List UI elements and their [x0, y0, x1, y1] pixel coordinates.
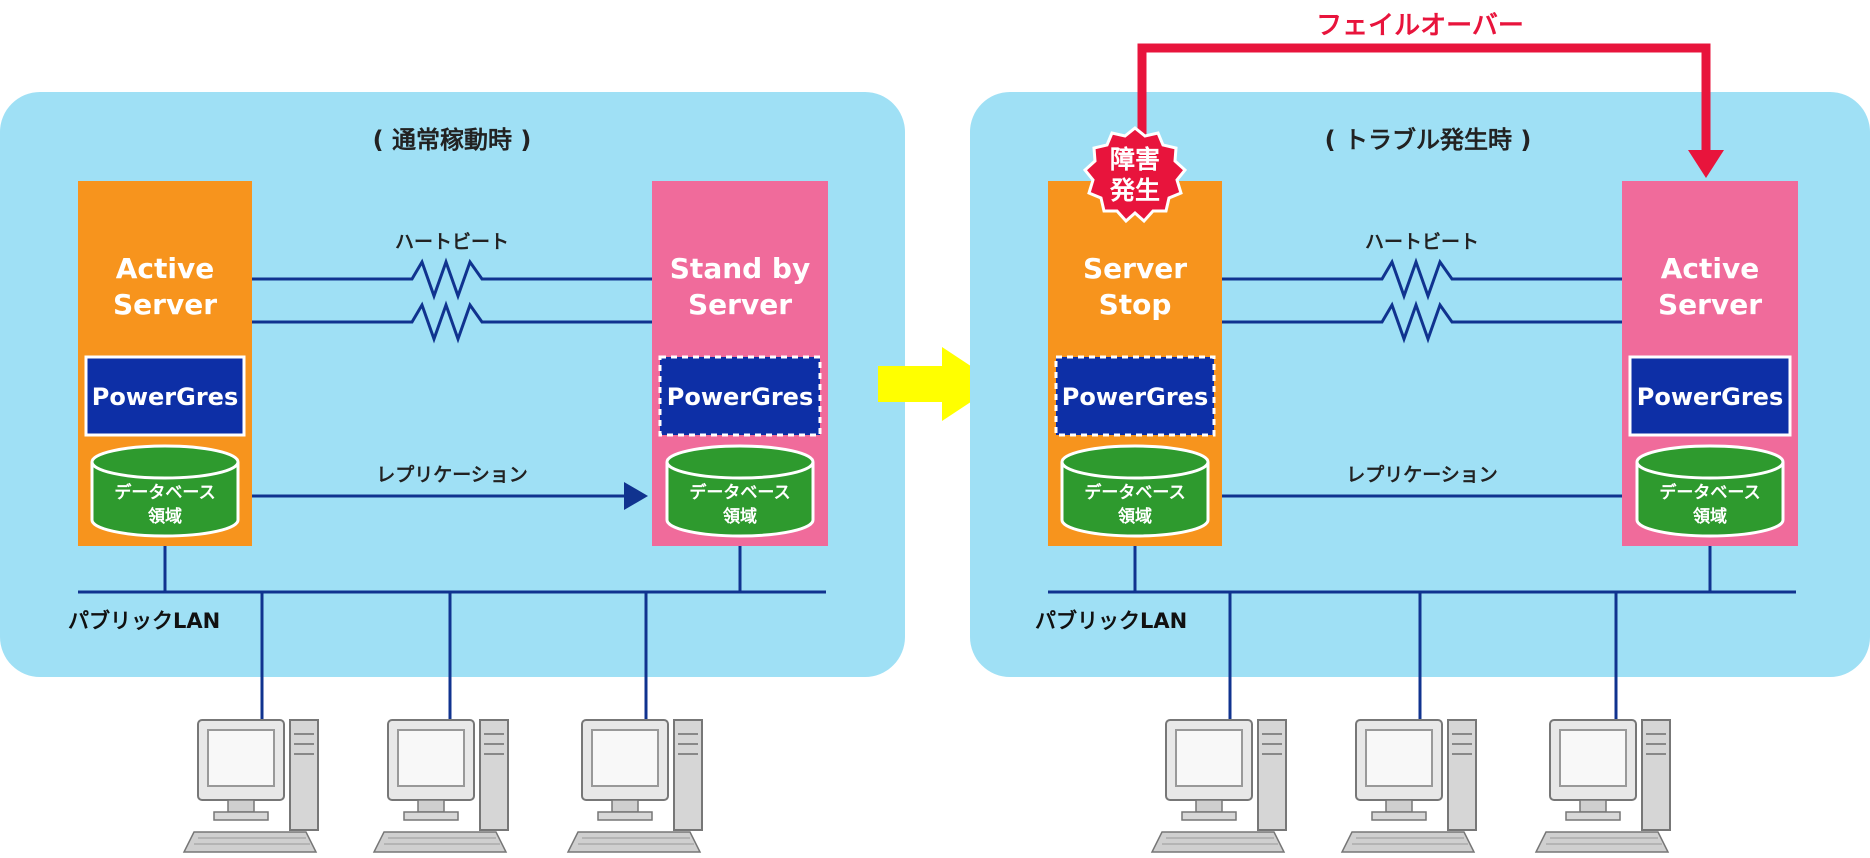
- right-server-a-label-2: Stop: [1099, 288, 1172, 321]
- left-lan-label: パブリックLAN: [68, 609, 220, 633]
- left-server-a-db-label-2: 領域: [148, 506, 182, 527]
- right-server-b-label-2: Server: [1658, 288, 1762, 321]
- right-panel-title: ( トラブル発生時 ): [1325, 126, 1532, 154]
- right-replication-label: レプリケーション: [1346, 463, 1498, 486]
- left-client-pc-icon-3: [567, 719, 703, 853]
- fault-badge-icon: [1082, 126, 1188, 224]
- left-server-b-powergres-label: PowerGres: [667, 383, 813, 411]
- left-server-b-database-icon: [665, 444, 815, 538]
- right-server-a-database-icon: [1060, 444, 1210, 538]
- left-heartbeat-line-1: [252, 257, 652, 301]
- right-heartbeat-line-1: [1222, 257, 1622, 301]
- left-server-a-db-label-1: データベース: [114, 482, 215, 503]
- left-active-server: Active Server PowerGres データベース 領域: [78, 181, 252, 546]
- right-stopped-server: Server Stop PowerGres データベース 領域: [1048, 181, 1222, 546]
- left-server-a-powergres-label: PowerGres: [92, 383, 238, 411]
- left-replication-arrowhead: [624, 482, 648, 510]
- right-server-a-label-1: Server: [1083, 252, 1187, 285]
- failover-label: フェイルオーバー: [1316, 11, 1524, 41]
- left-server-a-powergres: [84, 355, 246, 437]
- right-server-b-db-label-1: データベース: [1659, 482, 1760, 503]
- right-active-server: Active Server PowerGres データベース 領域: [1622, 181, 1798, 546]
- right-client-pc-icon-3: [1535, 719, 1671, 853]
- fault-badge-label-1: 障害: [1110, 145, 1160, 174]
- right-client-pc-icon-2: [1341, 719, 1477, 853]
- right-lan-label: パブリックLAN: [1035, 609, 1187, 633]
- failover-arrow-line: [1137, 43, 1711, 160]
- left-panel-title: ( 通常稼動時 ): [373, 126, 532, 154]
- right-panel: ( トラブル発生時 ) Server Stop PowerGres データベース…: [970, 92, 1870, 722]
- left-server-b-db-label-2: 領域: [723, 506, 757, 527]
- left-server-b-label-2: Server: [688, 288, 792, 321]
- right-server-b-label-1: Active: [1661, 252, 1760, 285]
- left-heartbeat-label: ハートビート: [395, 231, 509, 253]
- right-server-a-powergres: [1054, 355, 1216, 437]
- left-panel: ( 通常稼動時 ) Active Server PowerGres データベース…: [0, 92, 905, 722]
- right-server-b-powergres-label: PowerGres: [1637, 383, 1783, 411]
- right-server-b-db-label-2: 領域: [1693, 506, 1727, 527]
- left-server-a-label-1: Active: [116, 252, 215, 285]
- left-client-pc-icon-2: [373, 719, 509, 853]
- left-heartbeat-line-2: [252, 300, 652, 344]
- left-server-a-database-icon: [90, 444, 240, 538]
- right-server-a-powergres-label: PowerGres: [1062, 383, 1208, 411]
- transition-arrow-icon: [878, 347, 998, 421]
- right-server-b-database-icon: [1635, 444, 1785, 538]
- left-server-b-db-label-1: データベース: [689, 482, 790, 503]
- failover-arrowhead-icon: [1688, 150, 1724, 178]
- left-standby-server: Stand by Server PowerGres データベース 領域: [652, 181, 828, 546]
- right-heartbeat-label: ハートビート: [1365, 231, 1479, 253]
- left-server-a-label-2: Server: [113, 288, 217, 321]
- right-server-b-powergres: [1628, 355, 1792, 437]
- right-heartbeat-line-2: [1222, 300, 1622, 344]
- right-client-pc-icon-1: [1151, 719, 1287, 853]
- right-server-a-db-label-2: 領域: [1118, 506, 1152, 527]
- left-replication-label: レプリケーション: [376, 463, 528, 486]
- left-server-b-powergres: [658, 355, 822, 437]
- right-server-a-db-label-1: データベース: [1084, 482, 1185, 503]
- fault-badge-label-2: 発生: [1109, 176, 1160, 205]
- left-server-b-label-1: Stand by: [670, 252, 810, 285]
- left-client-pc-icon-1: [183, 719, 319, 853]
